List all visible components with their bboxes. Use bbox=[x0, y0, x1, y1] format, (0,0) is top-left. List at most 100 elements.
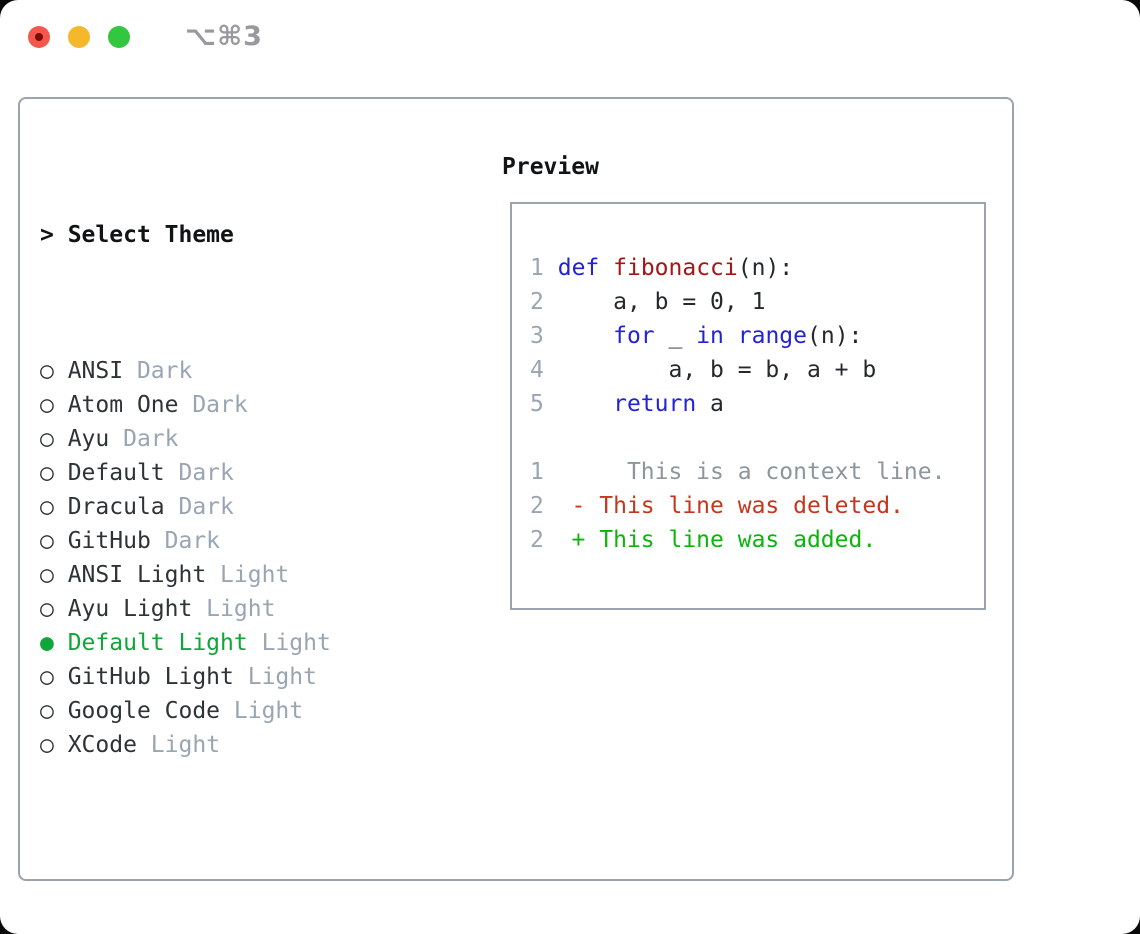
radio-selected-icon: ● bbox=[40, 630, 68, 656]
zoom-button[interactable] bbox=[108, 26, 130, 48]
option-label: Atom One bbox=[67, 392, 179, 418]
code-segment bbox=[544, 255, 558, 281]
code-segment: (n): bbox=[737, 255, 794, 281]
radio-icon: ○ bbox=[40, 732, 68, 758]
code-segment: a bbox=[696, 391, 724, 417]
option-variant-label: Light bbox=[220, 698, 304, 724]
option-label: Default Light bbox=[67, 630, 248, 656]
theme-option[interactable]: ○ Ayu Dark bbox=[40, 422, 428, 456]
theme-option[interactable]: ○ XCode Light bbox=[40, 728, 428, 762]
theme-option[interactable]: ○ ANSI Dark bbox=[40, 354, 428, 388]
option-label: Ayu Light bbox=[67, 596, 193, 622]
theme-list-column: > Select Theme ○ ANSI Dark○ Atom One Dar… bbox=[40, 150, 428, 934]
theme-option[interactable]: ○ GitHub Dark bbox=[40, 524, 428, 558]
radio-icon: ○ bbox=[40, 426, 68, 452]
line-number: 2 bbox=[530, 493, 544, 519]
code-segment bbox=[599, 255, 613, 281]
code-segment: for bbox=[613, 323, 655, 349]
option-variant-label: Light bbox=[206, 562, 290, 588]
code-segment: (n): bbox=[807, 323, 863, 349]
code-segment: a, b = 0, 1 bbox=[543, 289, 766, 315]
radio-icon: ○ bbox=[40, 562, 68, 588]
theme-option[interactable]: ○ Dracula Dark bbox=[40, 490, 428, 524]
code-segment bbox=[544, 391, 613, 417]
close-button[interactable] bbox=[28, 26, 50, 48]
code-segment: + This line was added. bbox=[543, 527, 877, 553]
option-label: XCode bbox=[67, 732, 137, 758]
code-segment: range bbox=[737, 323, 808, 349]
theme-list: ○ ANSI Dark○ Atom One Dark○ Ayu Dark○ De… bbox=[40, 354, 428, 762]
code-segment bbox=[544, 323, 613, 349]
code-segment: in bbox=[696, 323, 724, 349]
code-segment bbox=[724, 323, 738, 349]
option-label: Dracula bbox=[67, 494, 165, 520]
radio-icon: ○ bbox=[40, 528, 68, 554]
preview-line: 2 + This line was added. bbox=[530, 523, 945, 557]
preview-line: 1 This is a context line. bbox=[530, 455, 945, 489]
spacer bbox=[40, 864, 428, 898]
theme-option[interactable]: ○ Google Code Light bbox=[40, 694, 428, 728]
code-segment: - This line was deleted. bbox=[543, 493, 904, 519]
select-theme-header: > Select Theme bbox=[40, 218, 428, 252]
option-variant-label: Dark bbox=[109, 426, 179, 452]
option-variant-label: Dark bbox=[123, 358, 193, 384]
option-label: ANSI bbox=[67, 358, 124, 384]
option-label: GitHub Light bbox=[67, 664, 234, 690]
option-label: Default bbox=[67, 460, 165, 486]
option-label: Ayu bbox=[67, 426, 110, 452]
titlebar: ⌥⌘3 bbox=[28, 21, 263, 52]
option-variant-label: Light bbox=[247, 630, 331, 656]
preview-line: 5 return a bbox=[530, 387, 945, 421]
preview-line: 4 a, b = b, a + b bbox=[530, 353, 945, 387]
preview-line bbox=[530, 421, 945, 455]
radio-icon: ○ bbox=[40, 358, 68, 384]
option-variant-label: Light bbox=[136, 732, 221, 758]
theme-option[interactable]: ● Default Light Light bbox=[40, 626, 428, 660]
theme-option[interactable]: ○ ANSI Light Light bbox=[40, 558, 428, 592]
line-number: 3 bbox=[530, 323, 544, 349]
theme-option[interactable]: ○ GitHub Light Light bbox=[40, 660, 428, 694]
option-variant-label: Dark bbox=[164, 460, 234, 486]
line-number: 1 bbox=[530, 459, 544, 485]
radio-icon: ○ bbox=[40, 392, 68, 418]
line-number: 5 bbox=[530, 391, 544, 417]
cursor-prefix: > bbox=[40, 222, 68, 248]
option-label: Google Code bbox=[67, 698, 221, 724]
preview-line: 2 - This line was deleted. bbox=[530, 489, 945, 523]
option-variant-label: Dark bbox=[178, 392, 248, 418]
line-number: 4 bbox=[530, 357, 544, 383]
theme-option[interactable]: ○ Ayu Light Light bbox=[40, 592, 428, 626]
close-record-dot bbox=[35, 33, 43, 41]
option-label: GitHub bbox=[67, 528, 151, 554]
line-number: 2 bbox=[530, 289, 544, 315]
radio-icon: ○ bbox=[40, 664, 68, 690]
theme-picker-panel: > Select Theme ○ ANSI Dark○ Atom One Dar… bbox=[18, 97, 1014, 881]
preview-line: 3 for _ in range(n): bbox=[530, 319, 945, 353]
radio-icon: ○ bbox=[40, 460, 68, 486]
code-segment: This is a context line. bbox=[543, 459, 946, 485]
line-number: 2 bbox=[530, 527, 544, 553]
code-segment: return bbox=[613, 391, 697, 417]
code-segment: _ bbox=[654, 323, 697, 349]
radio-icon: ○ bbox=[40, 698, 68, 724]
option-variant-label: Dark bbox=[150, 528, 221, 554]
radio-icon: ○ bbox=[40, 596, 68, 622]
select-theme-title: Select Theme bbox=[67, 222, 234, 248]
option-variant-label: Dark bbox=[164, 494, 234, 520]
window-shortcut-label: ⌥⌘3 bbox=[185, 21, 263, 52]
radio-icon: ○ bbox=[40, 494, 68, 520]
line-number: 1 bbox=[530, 255, 544, 281]
minimize-button[interactable] bbox=[68, 26, 90, 48]
code-segment: fibonacci bbox=[613, 255, 738, 281]
code-segment: a, b = b, a + b bbox=[543, 357, 877, 383]
preview-line: 2 a, b = 0, 1 bbox=[530, 285, 945, 319]
preview-line: 1 def fibonacci(n): bbox=[530, 251, 945, 285]
preview-title: Preview bbox=[502, 154, 599, 180]
option-variant-label: Light bbox=[233, 664, 317, 690]
option-variant-label: Light bbox=[192, 596, 276, 622]
theme-option[interactable]: ○ Default Dark bbox=[40, 456, 428, 490]
theme-option[interactable]: ○ Atom One Dark bbox=[40, 388, 428, 422]
